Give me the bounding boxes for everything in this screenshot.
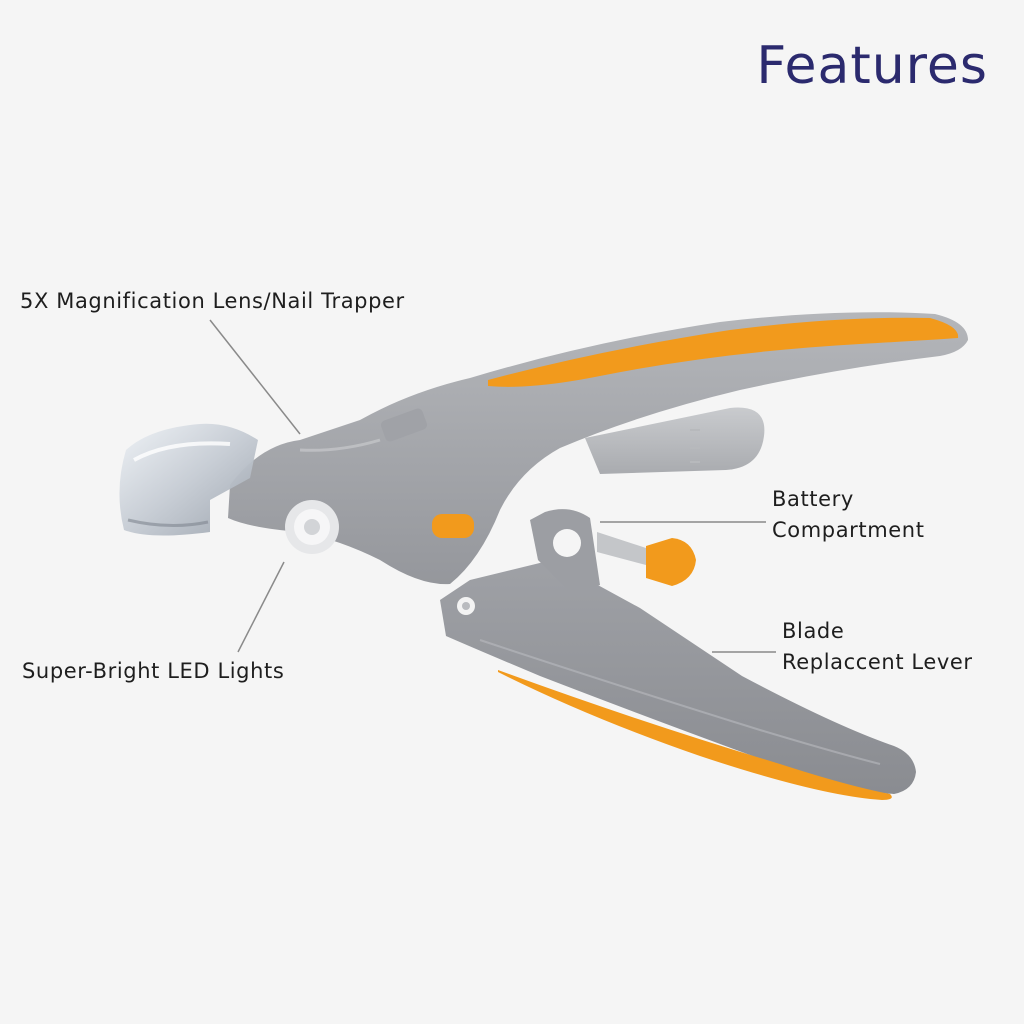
upper-handle-shape [228,312,968,585]
blade-lever-shape [530,509,646,592]
blade-label: Blade Replaccent Lever [782,616,973,678]
led-light-shape [285,500,339,554]
led-leader-line [237,561,285,653]
battery-label-line2: Compartment [772,518,925,542]
lens-label: 5X Magnification Lens/Nail Trapper [20,289,405,313]
magnification-lens-shape [119,423,258,536]
battery-compartment-shape [585,407,765,474]
lens-leader-line [209,319,301,435]
battery-label: Battery Compartment [772,484,925,546]
blade-label-line1: Blade [782,619,845,643]
page-title: Features [756,36,988,96]
orange-button-shape [432,514,474,538]
blade-label-line2: Replaccent Lever [782,650,973,674]
led-label: Super-Bright LED Lights [22,659,285,683]
pivot-screw-shape [457,597,475,615]
battery-label-line1: Battery [772,487,854,511]
battery-cap-shape [646,538,696,586]
leader-lines [209,319,776,653]
lower-handle-shape [440,560,916,800]
